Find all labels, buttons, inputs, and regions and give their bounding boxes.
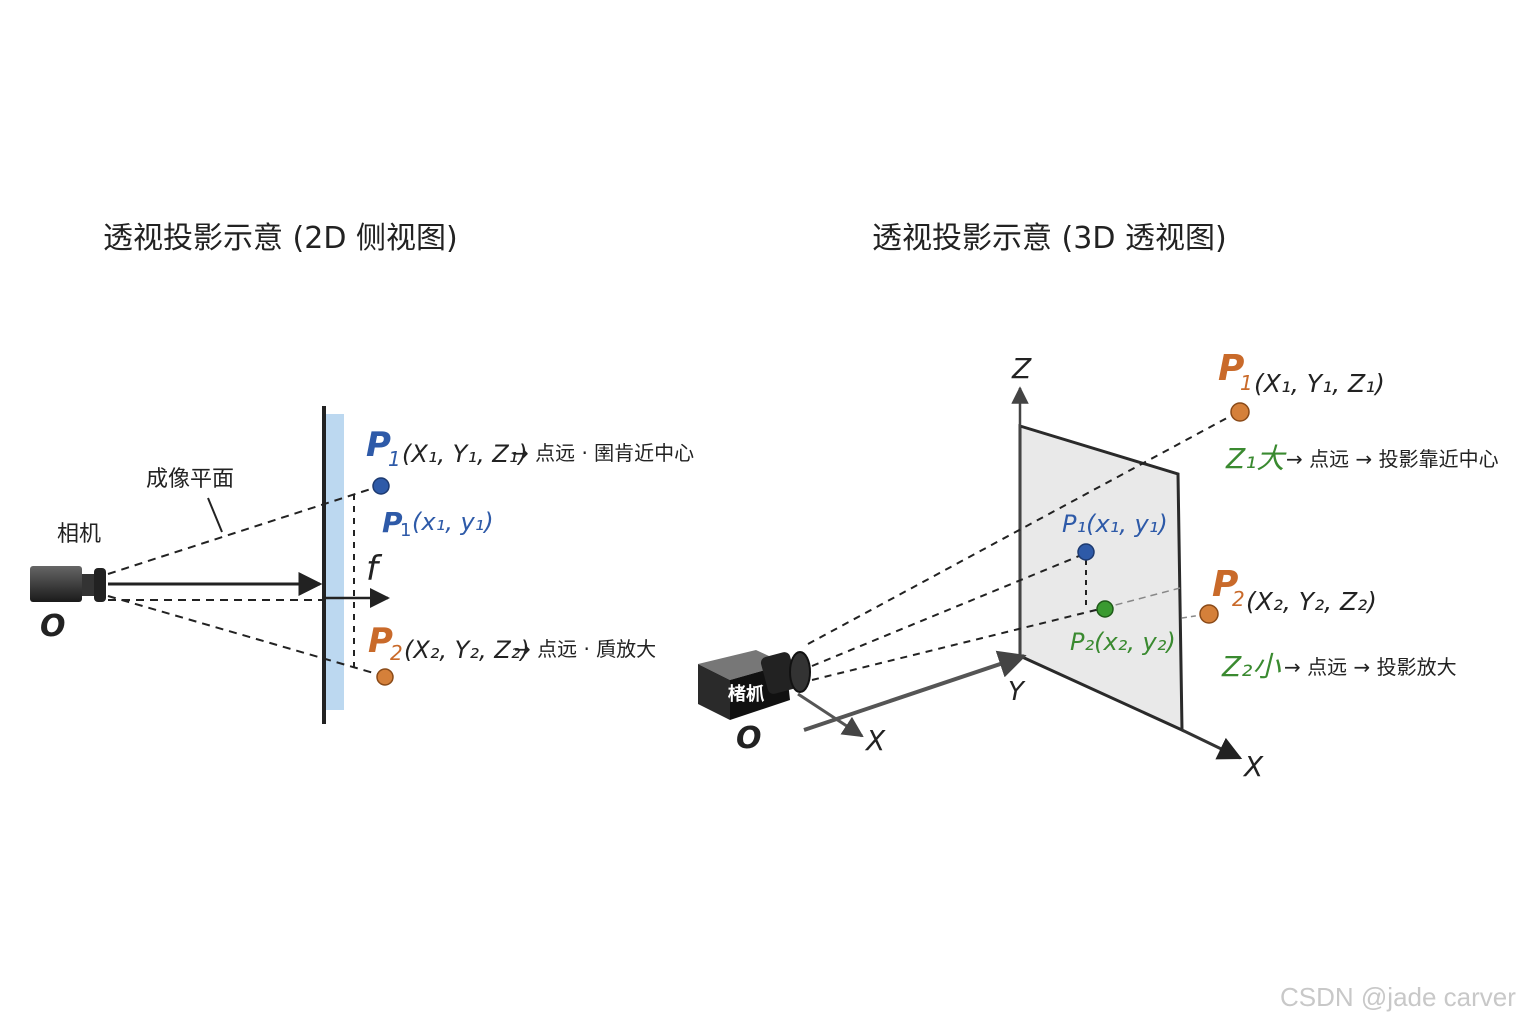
left-ray-p1 xyxy=(107,485,381,575)
right-ray-p1 xyxy=(807,411,1239,645)
right-axis-y-label: Y xyxy=(1008,677,1026,707)
left-p1-name: P xyxy=(366,425,391,465)
right-axis-x-plane xyxy=(1181,728,1243,760)
left-p1-img-sub: 1 xyxy=(400,520,411,541)
right-z2-note: → 点远 → 投影放大 xyxy=(1284,655,1457,679)
right-z2-label: Z₂小 xyxy=(1221,650,1281,683)
right-p2-sub: 2 xyxy=(1232,587,1245,611)
left-ray-p2 xyxy=(107,595,385,677)
left-p1-coords: (X₁, Y₁, Z₁) xyxy=(402,440,528,468)
right-p2-name: P xyxy=(1212,564,1238,605)
right-camera-label: 楮枛 xyxy=(728,683,765,705)
right-p1-coords: (X₁, Y₁, Z₁) xyxy=(1254,369,1385,398)
left-p2-sub: 2 xyxy=(390,641,403,665)
right-origin-label: O xyxy=(736,721,762,756)
right-p2-img-label: P₂(x₂, y₂) xyxy=(1070,628,1176,656)
left-plane-label: 成像平面 xyxy=(146,467,234,492)
left-point-p1 xyxy=(372,477,390,495)
left-p1-note: → 点远 · 圉肯近中心 xyxy=(512,441,694,465)
right-p2-coords: (X₂, Y₂, Z₂) xyxy=(1246,587,1377,616)
left-p1-sub: 1 xyxy=(388,447,401,471)
right-p1-sub: 1 xyxy=(1240,371,1253,395)
right-image-plane xyxy=(1018,423,1184,733)
left-p2-note: → 点远 · 貭放大 xyxy=(514,637,656,661)
watermark: CSDN @jade carver xyxy=(1280,982,1516,1012)
right-z1-label: Z₁大 xyxy=(1225,442,1287,475)
right-axis-z-label: Z xyxy=(1011,352,1032,385)
left-camera-icon xyxy=(30,566,106,602)
left-camera-label: 相机 xyxy=(57,522,101,547)
left-f-label: f xyxy=(366,549,383,589)
left-plane-pointer xyxy=(207,497,223,533)
right-ray-p2-img xyxy=(811,607,1105,681)
left-p2-coords: (X₂, Y₂, Z₂) xyxy=(404,636,530,664)
right-p1-name: P xyxy=(1218,348,1244,389)
right-title: 透视投影示意 (3D 透视图) xyxy=(872,221,1227,256)
right-point-p2 xyxy=(1199,604,1219,624)
right-p1-img-label: P₁(x₁, y₁) xyxy=(1062,510,1168,538)
right-axis-x-plane-label: X xyxy=(1242,750,1264,783)
right-axis-x-cam xyxy=(797,692,864,738)
left-origin-label: O xyxy=(40,609,66,644)
left-p2-name: P xyxy=(368,621,393,661)
right-point-p1 xyxy=(1230,402,1250,422)
right-camera-icon xyxy=(698,650,811,720)
left-image-plane-fill xyxy=(326,414,344,710)
right-z1-note: → 点远 → 投影靠近中心 xyxy=(1286,447,1499,471)
right-point-p1-img xyxy=(1077,543,1095,561)
left-p1-img-name: P xyxy=(382,506,403,539)
right-axis-x-cam-label: X xyxy=(864,724,886,757)
right-point-p2-img xyxy=(1096,600,1114,618)
right-ray-p1-img xyxy=(811,553,1085,667)
left-point-p2 xyxy=(376,668,394,686)
left-title: 透视投影示意 (2D 侧视图) xyxy=(103,221,458,256)
left-p1-img-coords: (x₁, y₁) xyxy=(412,508,494,536)
right-ray-p2-extension xyxy=(1103,587,1181,609)
